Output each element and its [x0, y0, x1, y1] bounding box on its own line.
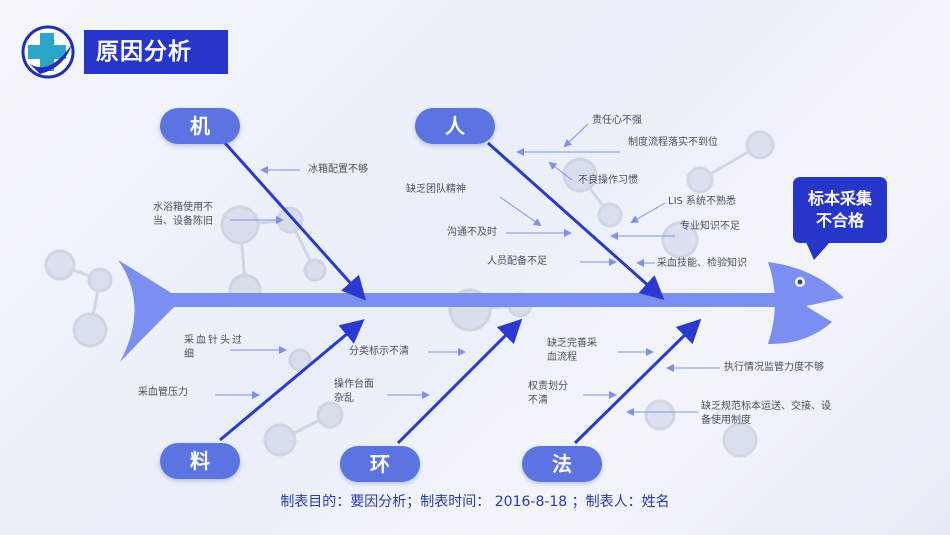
arrow-teamwork: [499, 196, 542, 227]
bone-people: [487, 141, 665, 300]
callout-tail: [806, 242, 830, 260]
fish-tail: [118, 260, 182, 362]
category-material: 料: [160, 443, 240, 479]
cause-communication: 沟通不及时: [447, 227, 497, 238]
cause-staffing: 人员配备不足: [487, 256, 547, 267]
effect-line-1: 标本采集: [807, 189, 872, 208]
cause-fridge: 冰箱配置不够: [308, 164, 368, 175]
page-title: 原因分析: [84, 30, 228, 74]
bone-machine: [223, 141, 367, 301]
cause-blood-process-line2: 血流程: [547, 352, 577, 363]
cause-transport-line2: 备使用制度: [701, 415, 751, 426]
category-machine: 机: [160, 108, 240, 144]
cause-labels: 分类标示不清: [349, 346, 409, 357]
cause-workbench-line1: 操作台面: [334, 379, 374, 390]
cause-process-implementation: 制度流程落实不到位: [628, 137, 718, 148]
bone-environment: [396, 318, 523, 445]
footer-note: 制表目的：要因分析；制表时间： 2016-8-18 ；制表人：姓名: [280, 494, 670, 510]
cause-authority-line1: 权责划分: [528, 381, 568, 392]
category-method: 法: [522, 446, 602, 482]
cause-needle-line2: 细: [184, 349, 194, 360]
cause-tube-pressure: 采血管压力: [138, 387, 188, 398]
cause-workbench-line2: 杂乱: [334, 393, 354, 404]
cause-skills: 采血技能、检验知识: [657, 258, 747, 269]
cause-knowledge: 专业知识不足: [680, 221, 740, 232]
fish-spine: [150, 293, 775, 307]
cause-supervision: 执行情况监管力度不够: [724, 362, 824, 373]
bone-material: [219, 319, 365, 442]
fish-head: [768, 262, 844, 345]
cause-blood-process-line1: 缺乏完善采: [547, 338, 597, 349]
cause-bad-habits: 不良操作习惯: [578, 175, 638, 186]
cause-responsibility: 责任心不强: [592, 115, 642, 126]
arrow-lis: [630, 202, 666, 223]
arrow-responsibility: [563, 123, 589, 148]
cause-lis-system: LIS 系统不熟悉: [668, 196, 737, 207]
effect-callout: 标本采集 不合格: [793, 177, 887, 243]
cause-transport-line1: 缺乏规范标本运送、交接、设: [701, 401, 831, 412]
arrow-habit: [548, 161, 573, 181]
category-people: 人: [415, 108, 495, 144]
category-environment: 环: [340, 446, 420, 482]
cause-waterbath-line1: 水浴箱使用不: [153, 202, 213, 213]
bone-method: [573, 318, 702, 445]
medical-cross-icon: [21, 25, 75, 79]
effect-line-2: 不合格: [815, 211, 864, 230]
cause-waterbath-line2: 当、设备陈旧: [153, 216, 213, 227]
cause-needle-line1: 采血针头过: [184, 335, 244, 346]
cause-authority-line2: 不清: [528, 395, 548, 406]
cause-teamwork: 缺乏团队精神: [406, 184, 466, 195]
